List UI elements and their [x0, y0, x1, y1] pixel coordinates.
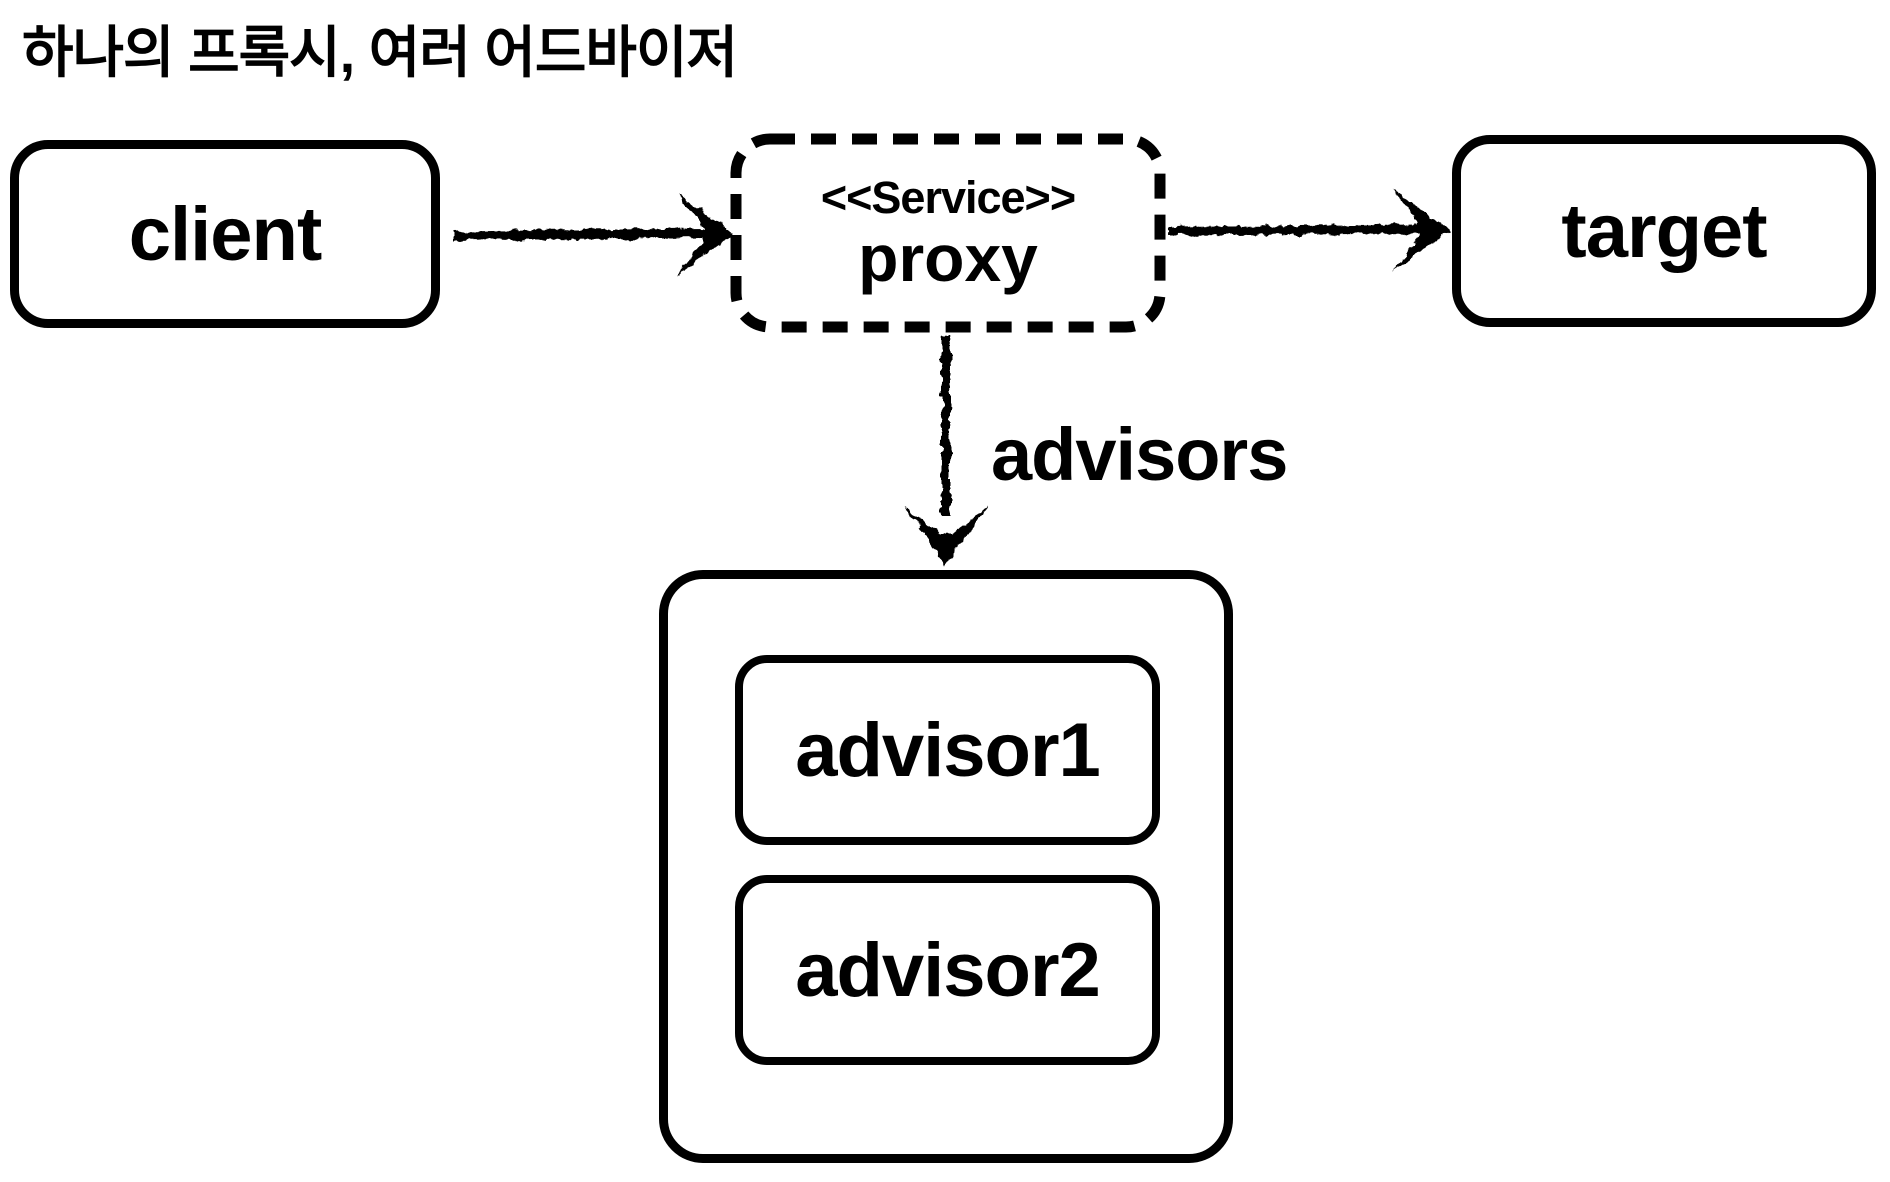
diagram-title: 하나의 프록시, 여러 어드바이저	[22, 21, 738, 84]
node-proxy-label: proxy	[858, 221, 1038, 296]
node-client-label: client	[128, 191, 322, 277]
node-advisor2-label: advisor2	[795, 927, 1101, 1013]
arrow-client-to-proxy	[451, 192, 734, 276]
node-advisor1: advisor1	[735, 655, 1160, 845]
node-advisor2: advisor2	[735, 875, 1160, 1065]
node-proxy: <<Service>> proxy	[730, 133, 1166, 333]
arrow-proxy-to-advisors	[904, 336, 988, 564]
node-advisor1-label: advisor1	[795, 707, 1101, 793]
arrow-proxy-to-target	[1169, 188, 1450, 272]
node-target: target	[1452, 135, 1876, 327]
proxy-dashed-border	[730, 133, 1166, 333]
node-target-label: target	[1561, 188, 1767, 274]
node-client: client	[10, 140, 440, 328]
node-proxy-stereotype: <<Service>>	[820, 171, 1076, 223]
edge-label-advisors: advisors	[991, 413, 1288, 496]
